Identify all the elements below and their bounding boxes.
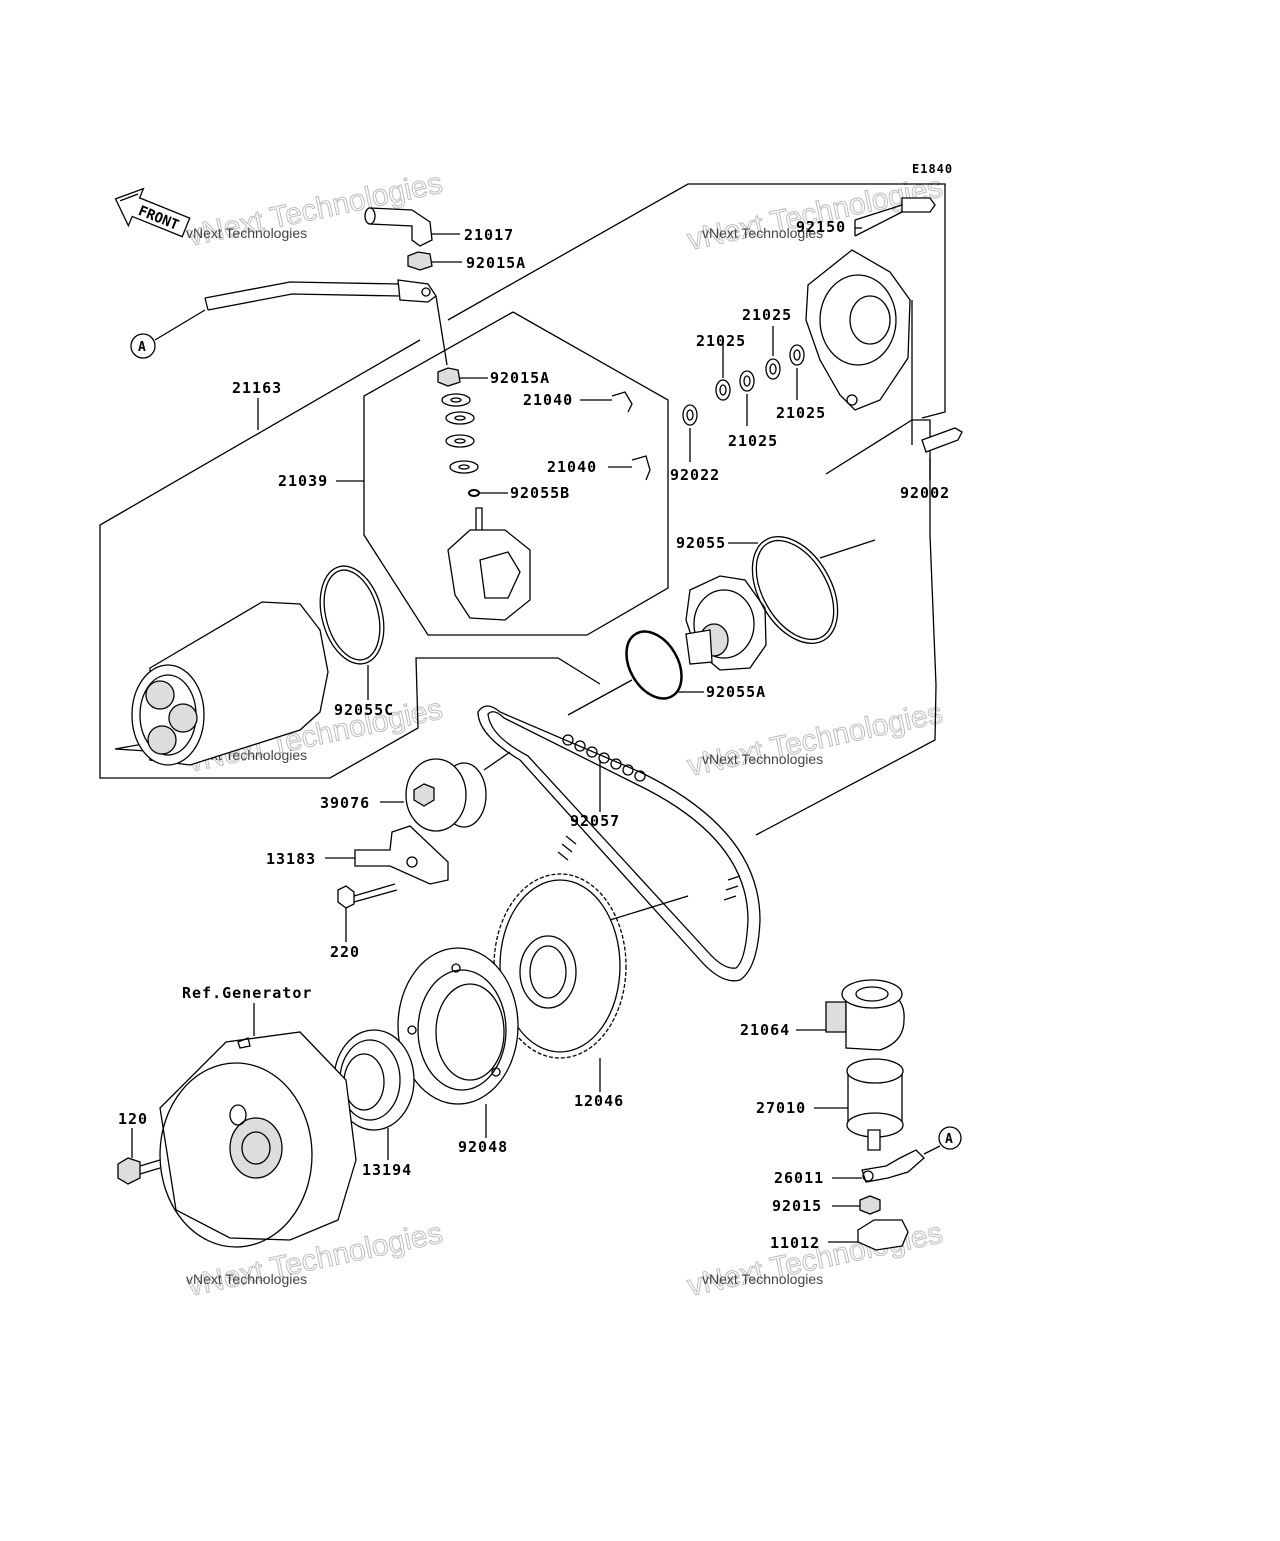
mounting-bracket — [325, 825, 449, 942]
part-label: 21163 — [232, 379, 282, 397]
part-label: 220 — [330, 943, 360, 961]
part-label: 21040 — [523, 391, 573, 409]
drive-chain — [477, 705, 761, 982]
connector-a-marker — [938, 1126, 962, 1150]
part-label: 92015A — [466, 254, 526, 272]
part-label: 92150 — [796, 218, 846, 236]
pinion-housing — [625, 535, 839, 700]
part-label: 92022 — [670, 466, 720, 484]
end-cover — [682, 197, 963, 480]
chain-links — [562, 734, 646, 782]
reference-label: Ref.Generator — [182, 984, 312, 1002]
watermark-text: vNext Technologies — [186, 225, 307, 241]
watermark-text: vNext Technologies — [186, 1271, 307, 1287]
part-label: 26011 — [774, 1169, 824, 1187]
terminal-cap — [364, 207, 460, 247]
part-label: 120 — [118, 1110, 148, 1128]
part-label: 21017 — [464, 226, 514, 244]
generator-rotor — [117, 1003, 357, 1248]
diagram-code: E1840 — [912, 162, 953, 176]
part-label: 12046 — [574, 1092, 624, 1110]
part-label: 13183 — [266, 850, 316, 868]
watermark-text: vNext Technologies — [702, 751, 823, 767]
brush-holder-assembly — [437, 367, 651, 621]
watermark-text: vNext Technologies — [685, 697, 946, 783]
part-label: 21025 — [776, 404, 826, 422]
part-label: 21040 — [547, 458, 597, 476]
part-label: 13194 — [362, 1161, 412, 1179]
part-labels: 21017 92015A 92015A 21163 21039 21040 21… — [118, 218, 950, 1252]
part-label: 21025 — [742, 306, 792, 324]
part-label: 11012 — [770, 1234, 820, 1252]
starter-relay — [796, 979, 905, 1051]
terminal-lead: A — [828, 1126, 962, 1251]
watermark-text: vNext Technologies — [702, 1271, 823, 1287]
watermark-text: vNext Technologies — [702, 225, 823, 241]
connector-a-label: A — [138, 340, 147, 355]
part-label: 21025 — [728, 432, 778, 450]
part-label: 21025 — [696, 332, 746, 350]
part-label: 92015A — [490, 369, 550, 387]
clutch-gear — [380, 751, 511, 832]
part-label: 92055A — [706, 683, 766, 701]
battery-cable: A — [130, 279, 448, 366]
leader-lines — [257, 227, 862, 693]
relay-switch — [814, 1058, 904, 1151]
connector-a-marker — [130, 333, 156, 359]
part-label: 92048 — [458, 1138, 508, 1156]
connector-a-label: A — [945, 1132, 954, 1147]
part-label: 92002 — [900, 484, 950, 502]
clutch-housing — [397, 947, 519, 1138]
front-arrow-icon: FRONT — [114, 187, 191, 238]
part-label: 92055C — [334, 701, 394, 719]
part-label: 92057 — [570, 812, 620, 830]
part-label: 21064 — [740, 1021, 790, 1039]
part-label: 92015 — [772, 1197, 822, 1215]
part-label: 92055B — [510, 484, 570, 502]
part-label: 39076 — [320, 794, 370, 812]
part-label: 27010 — [756, 1099, 806, 1117]
motor-housing — [131, 565, 385, 766]
nut-top — [407, 251, 462, 271]
driven-gear — [493, 873, 689, 1092]
part-label: 21039 — [278, 472, 328, 490]
part-label: 92055 — [676, 534, 726, 552]
